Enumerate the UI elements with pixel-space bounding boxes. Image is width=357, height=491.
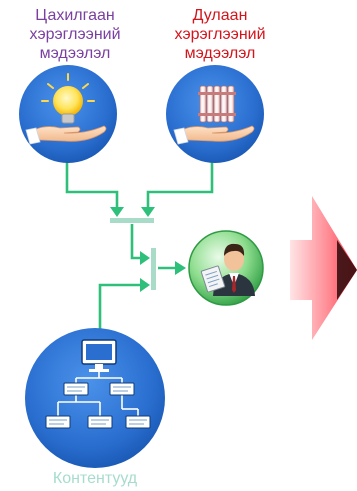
heat-label-line-2: хэрэглээний xyxy=(174,26,266,43)
electricity-label-line-2: хэрэглээний xyxy=(29,26,121,43)
operator-node xyxy=(188,230,264,306)
big-red-arrow-icon xyxy=(290,196,357,340)
lightbulb-hand-icon xyxy=(25,73,107,145)
heat-label-line-3: мэдээлэл xyxy=(184,45,256,62)
electricity-node xyxy=(19,65,117,163)
heat-info-label: Дулаан хэрэглээний мэдээлэл xyxy=(150,6,290,63)
arrow-tip-shadow xyxy=(337,240,357,300)
arrowhead-right-merge xyxy=(140,251,150,265)
heat-label-line-1: Дулаан xyxy=(192,7,248,24)
content-connector xyxy=(98,283,143,335)
sitemap-monitor-icon xyxy=(45,339,151,429)
arrowheads xyxy=(110,207,186,292)
connector-lines xyxy=(65,160,214,335)
content-node xyxy=(25,328,165,468)
content-label: Контентууд xyxy=(52,470,138,487)
electricity-info-label: Цахилгаан хэрэглээний мэдээлэл xyxy=(10,6,140,63)
arrowhead-right-content xyxy=(140,278,150,292)
heat-connector xyxy=(146,160,214,214)
junction-bar-top xyxy=(110,218,154,223)
radiator-hand-icon xyxy=(173,85,255,145)
electricity-connector xyxy=(65,160,119,214)
electricity-label-line-3: мэдээлэл xyxy=(39,45,111,62)
electricity-label-line-1: Цахилгаан xyxy=(35,7,115,24)
arrowhead-down-left xyxy=(110,207,124,217)
junction-bar-side xyxy=(151,248,156,290)
arrowhead-down-right xyxy=(141,207,155,217)
arrowhead-right-operator xyxy=(175,261,186,275)
operator-person-icon xyxy=(200,243,255,296)
content-circle xyxy=(25,328,165,468)
merge-connector xyxy=(130,224,143,260)
heat-node xyxy=(166,65,264,163)
